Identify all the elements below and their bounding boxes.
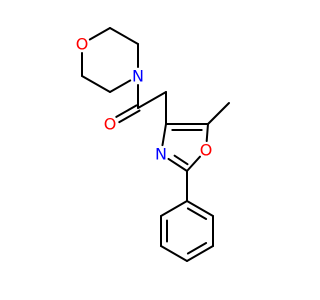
bond-p1-p2-second bbox=[186, 207, 208, 220]
bond-m_c4-m_c5 bbox=[81, 75, 111, 93]
atom-n-oxazole: N bbox=[155, 145, 167, 164]
bond-p6-p1 bbox=[160, 200, 188, 217]
atom-o-morph: O bbox=[76, 35, 89, 54]
bond-c_co-c_ch2 bbox=[137, 91, 167, 109]
bond-o_oxazole-c2 bbox=[186, 155, 201, 172]
molecule-structure: O N O N O bbox=[76, 27, 230, 262]
atom-o-carbonyl: O bbox=[104, 115, 117, 134]
bond-c5-me bbox=[207, 102, 230, 125]
bond-p3-p4 bbox=[186, 245, 214, 262]
bond-o_morph-m_c1 bbox=[88, 27, 111, 41]
bond-n_morph-m_c4 bbox=[109, 79, 132, 93]
atom-labels: O N O N O bbox=[76, 35, 213, 164]
bonds bbox=[81, 27, 230, 262]
atom-n-morph: N bbox=[132, 67, 144, 86]
bond-c5-o_oxazole bbox=[205, 123, 209, 143]
atom-o-oxazole: O bbox=[200, 141, 213, 160]
bond-c_co-o_carbonyl bbox=[115, 104, 138, 118]
bond-n_oxazole-c4 bbox=[161, 123, 167, 147]
bond-p3-p4-second bbox=[186, 242, 208, 255]
bond-c2-n_oxazole-second bbox=[173, 154, 189, 166]
bond-p1-p2 bbox=[186, 200, 214, 217]
bond-c_co-o_carbonyl-second bbox=[118, 109, 141, 124]
bond-m_c1-m_c2 bbox=[109, 27, 139, 45]
bond-c2-n_oxazole bbox=[167, 157, 188, 172]
bond-p4-p5 bbox=[160, 245, 188, 262]
